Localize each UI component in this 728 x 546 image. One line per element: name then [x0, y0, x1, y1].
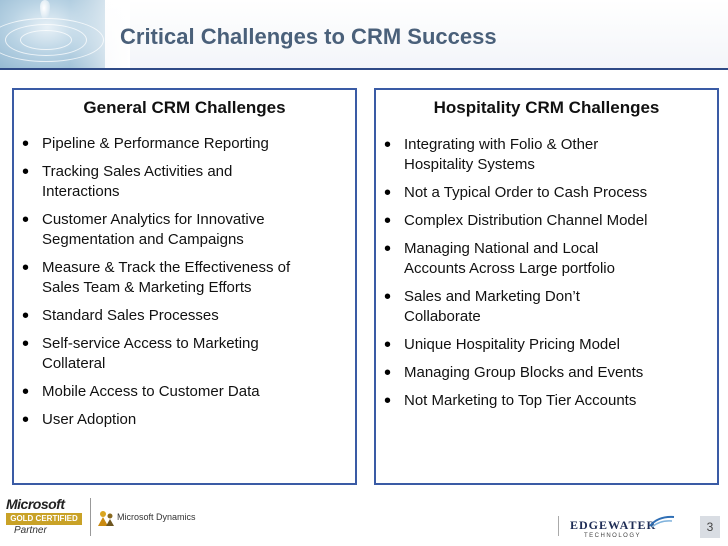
bullet-icon: •: [384, 182, 392, 204]
microsoft-gold-partner-logo: Microsoft GOLD CERTIFIED Partner: [6, 496, 84, 538]
bullet-icon: •: [22, 161, 30, 183]
hospitality-crm-panel: Hospitality CRM Challenges •Integrating …: [374, 88, 719, 485]
list-item: •User Adoption: [22, 409, 137, 431]
banner-fade: [70, 0, 130, 68]
general-crm-heading: General CRM Challenges: [83, 98, 286, 117]
water-drop-icon: [40, 0, 50, 20]
bullet-icon: •: [22, 381, 30, 403]
bullet-icon: •: [384, 334, 392, 356]
edgewater-subtitle: TECHNOLOGY: [584, 533, 642, 539]
edgewater-wordmark: EDGEWATER: [570, 518, 657, 532]
hospitality-crm-heading: Hospitality CRM Challenges: [433, 98, 660, 117]
list-item: •Mobile Access to Customer Data: [22, 381, 260, 403]
list-item: •Complex Distribution Channel Model: [384, 210, 648, 232]
list-item: •Not Marketing to Top Tier Accounts: [384, 390, 637, 412]
slide-title: Critical Challenges to CRM Success: [120, 24, 497, 49]
edgewater-logo: EDGEWATER TECHNOLOGY: [570, 518, 656, 539]
list-item: •Standard Sales Processes: [22, 305, 219, 327]
gold-certified-bar: GOLD CERTIFIED: [6, 513, 82, 525]
partner-label: Partner: [14, 525, 47, 536]
slide-footer: Microsoft GOLD CERTIFIED Partner Microso…: [0, 490, 728, 546]
bullet-icon: •: [384, 362, 392, 384]
bullet-icon: •: [384, 238, 392, 260]
title-underline: [0, 68, 728, 70]
general-crm-panel: General CRM Challenges •Pipeline & Perfo…: [12, 88, 357, 485]
bullet-icon: •: [384, 210, 392, 232]
microsoft-dynamics-label: Microsoft Dynamics: [117, 512, 196, 522]
title-banner: Critical Challenges to CRM Success: [0, 0, 728, 68]
bullet-icon: •: [384, 286, 392, 308]
list-item: •Managing Group Blocks and Events: [384, 362, 644, 384]
footer-divider: [558, 516, 559, 536]
bullet-icon: •: [22, 305, 30, 327]
bullet-icon: •: [22, 409, 30, 431]
bullet-icon: •: [384, 134, 392, 156]
list-item: •Not a Typical Order to Cash Process: [384, 182, 648, 204]
bullet-icon: •: [22, 333, 30, 355]
bullet-icon: •: [22, 133, 30, 155]
general-crm-list: •Pipeline & Performance Reporting •Track…: [14, 133, 355, 438]
page-number: 3: [700, 516, 720, 538]
list-item: •Pipeline & Performance Reporting: [22, 133, 269, 155]
bullet-icon: •: [384, 390, 392, 412]
microsoft-wordmark: Microsoft: [6, 496, 65, 512]
bullet-icon: •: [22, 209, 30, 231]
footer-divider: [90, 498, 91, 536]
microsoft-dynamics-icon: [98, 511, 114, 526]
bullet-icon: •: [22, 257, 30, 279]
list-item: •Unique Hospitality Pricing Model: [384, 334, 620, 356]
edgewater-swoosh-icon: [649, 515, 675, 528]
